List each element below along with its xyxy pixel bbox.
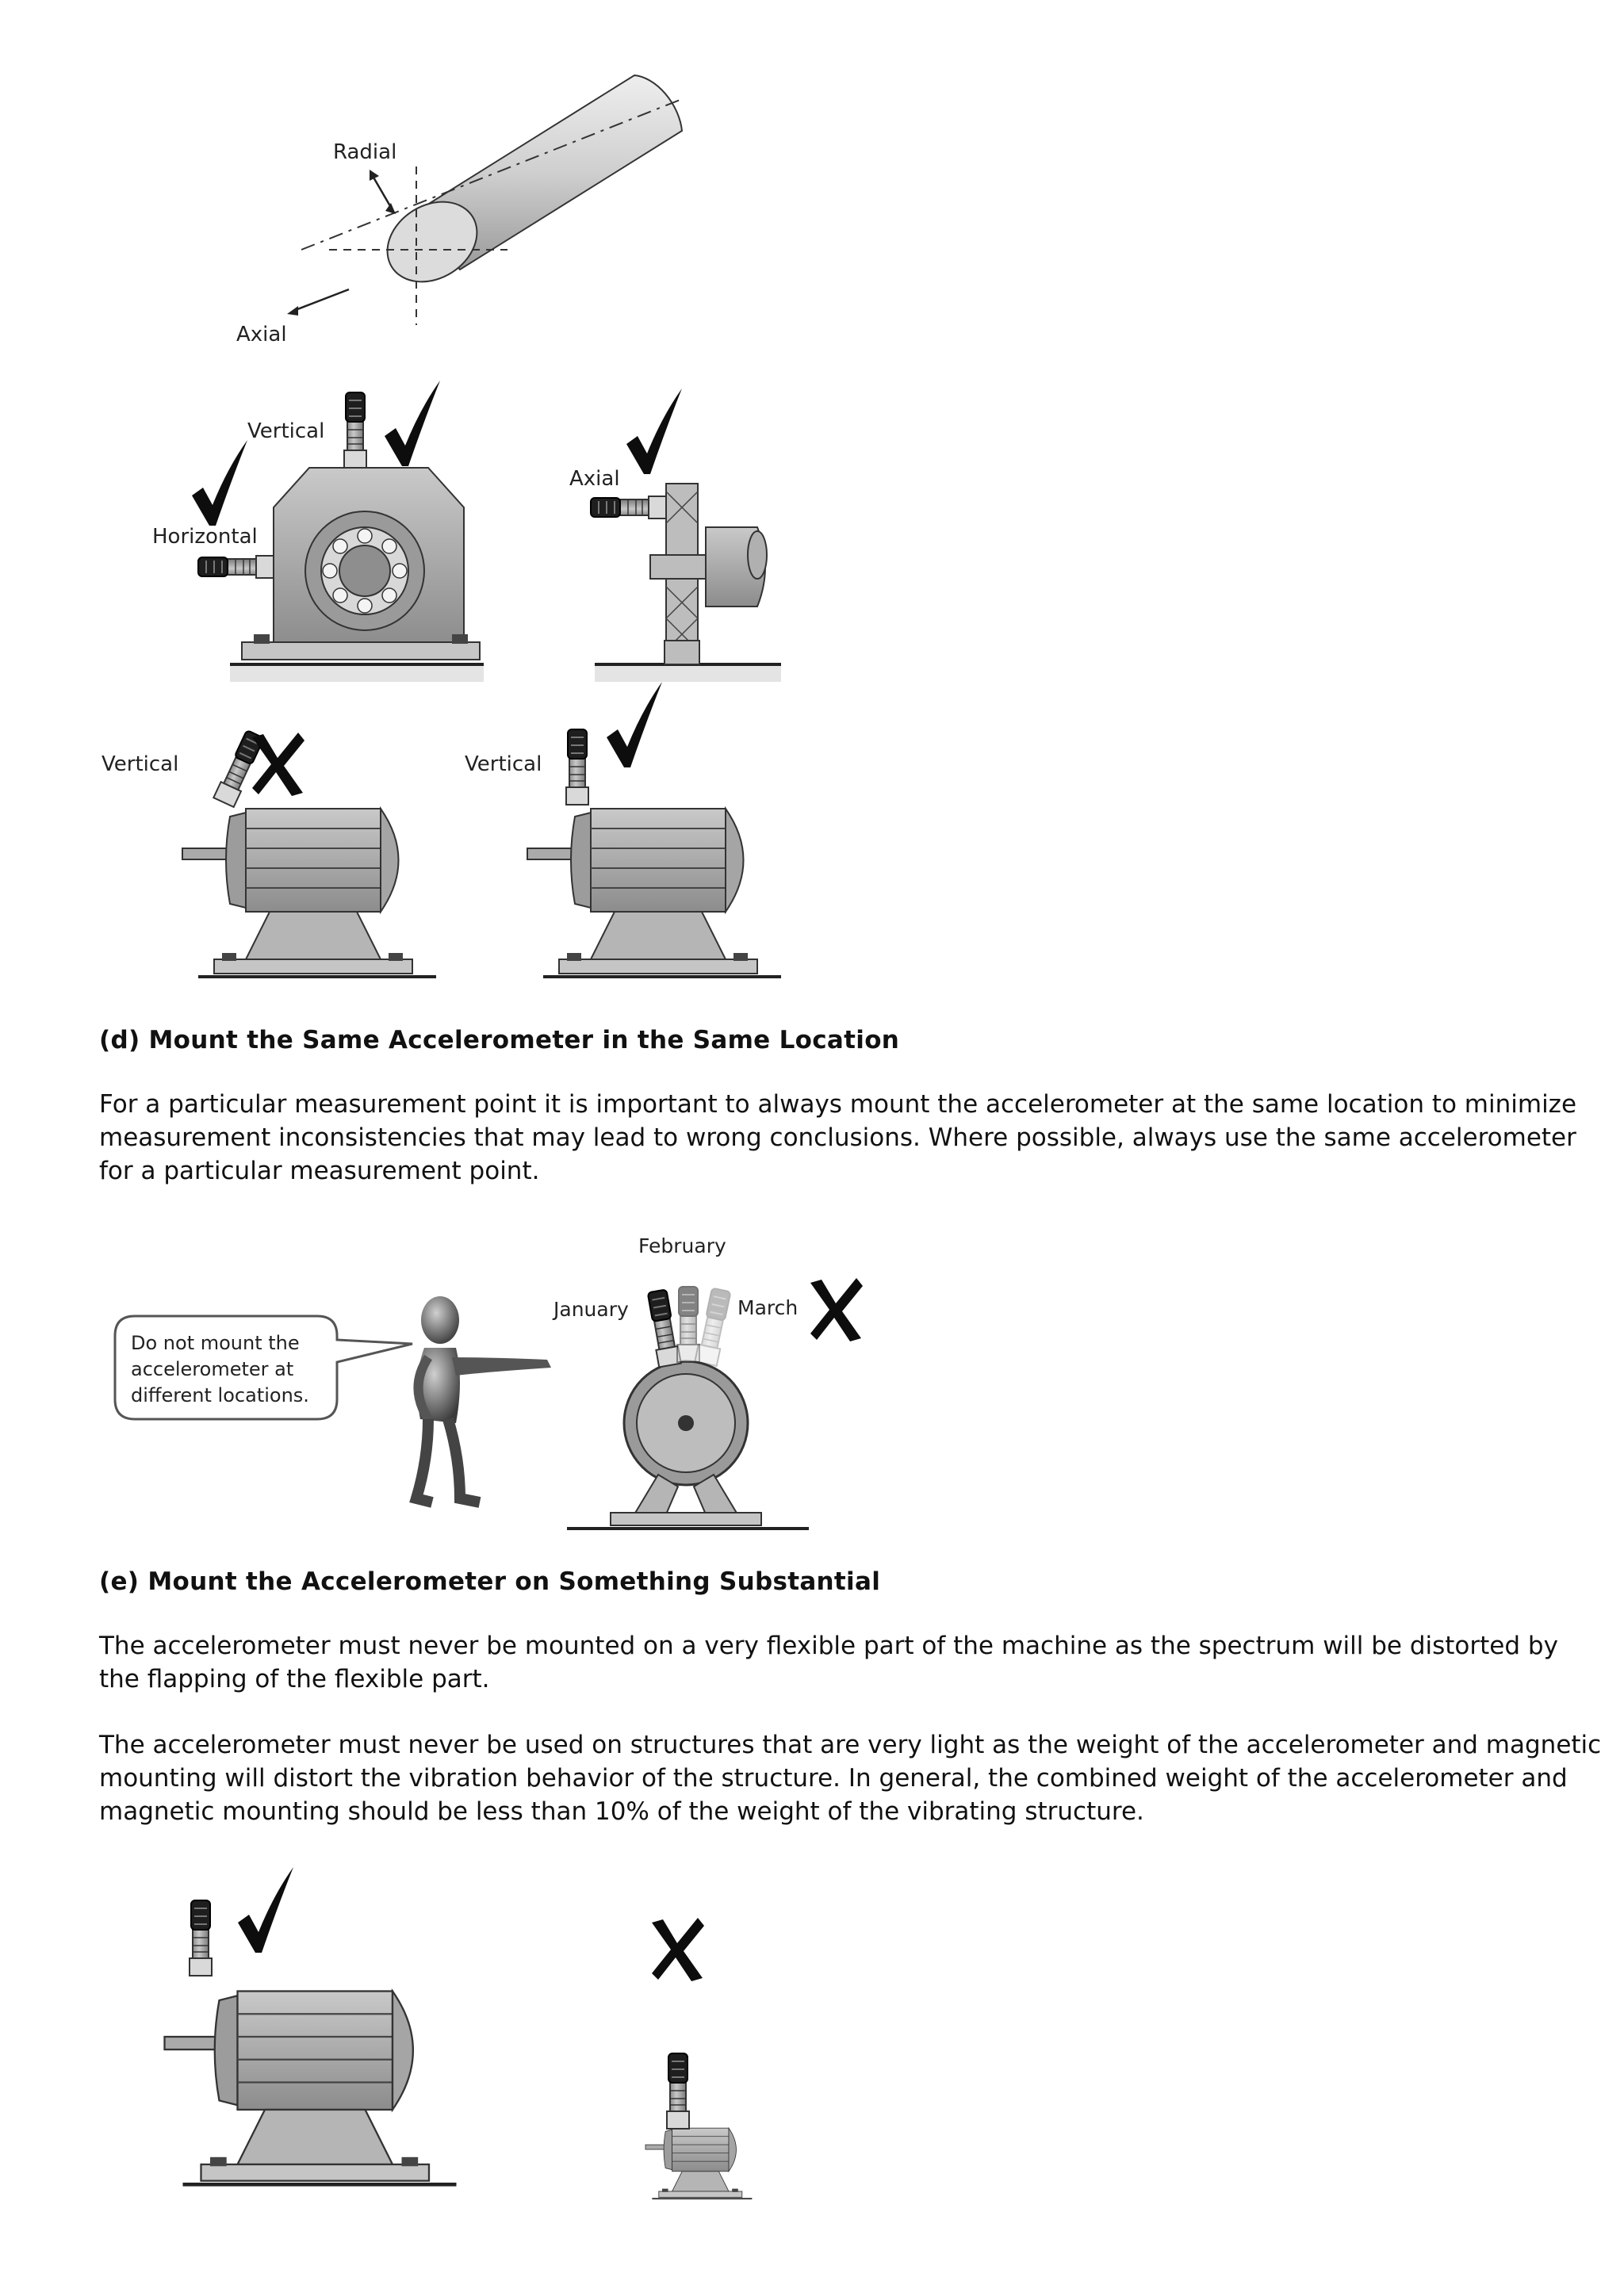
- axial-mount-label: Axial: [569, 467, 620, 491]
- shaft-diagram: Radial Axial: [236, 75, 682, 346]
- section-d-paragraph: For a particular measurement point it is…: [99, 1088, 1606, 1188]
- section-d-heading: (d) Mount the Same Accelerometer in the …: [99, 1026, 899, 1054]
- check-mark-icon: [238, 1867, 293, 1953]
- speech-line-1: Do not mount the: [131, 1332, 300, 1354]
- pointing-figure: [416, 1296, 551, 1502]
- section-e-paragraph-1: The accelerometer must never be mounted …: [99, 1629, 1606, 1696]
- speech-line-2: accelerometer at: [131, 1358, 293, 1380]
- section-e-paragraph-2: The accelerometer must never be used on …: [99, 1728, 1606, 1828]
- cross-mark-icon: [652, 1918, 704, 1981]
- cross-mark-icon: [810, 1278, 863, 1341]
- check-mark-icon: [385, 381, 440, 466]
- check-mark-icon: [607, 682, 662, 767]
- bearing-diagram: Vertical Horizontal Axial: [152, 381, 781, 682]
- vertical-label: Vertical: [247, 419, 324, 443]
- horizontal-label: Horizontal: [152, 525, 258, 549]
- check-mark-icon: [192, 440, 247, 526]
- location-diagram: Do not mount the accelerometer at differ…: [115, 1234, 863, 1529]
- march-label: March: [737, 1296, 798, 1319]
- cross-mark-icon: [252, 733, 304, 796]
- axial-label: Axial: [236, 323, 287, 346]
- vertical-label-right: Vertical: [465, 752, 542, 776]
- february-label: February: [638, 1234, 726, 1257]
- check-mark-icon: [626, 388, 682, 474]
- speech-line-3: different locations.: [131, 1384, 309, 1406]
- january-label: January: [552, 1298, 629, 1321]
- section-e-heading: (e) Mount the Accelerometer on Something…: [99, 1567, 880, 1596]
- radial-label: Radial: [333, 140, 396, 164]
- substantial-mount-diagram: [165, 1867, 753, 2198]
- motor-pair-diagram: Vertical Vertical: [102, 682, 781, 977]
- vertical-label-left: Vertical: [102, 752, 178, 776]
